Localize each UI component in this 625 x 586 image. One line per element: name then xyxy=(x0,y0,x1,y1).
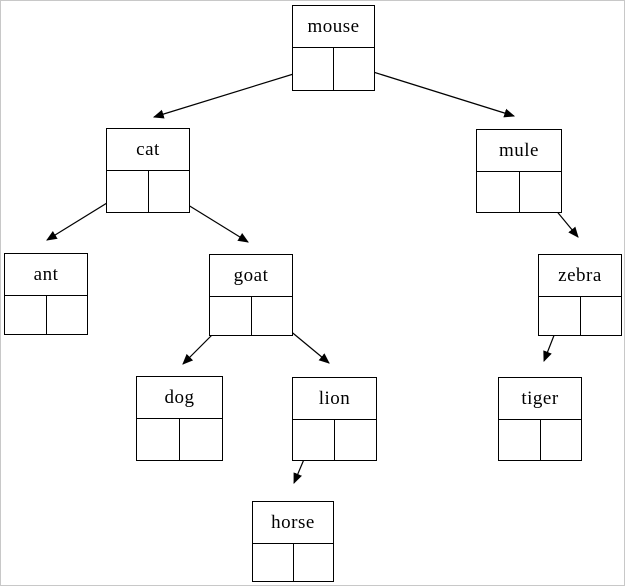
edge-mouse-mule xyxy=(353,65,516,118)
tree-node-mouse: mouse xyxy=(292,5,375,91)
tree-node-ant: ant xyxy=(4,253,88,335)
right-pointer-cell xyxy=(581,297,622,335)
node-label: mule xyxy=(477,130,561,172)
node-label: zebra xyxy=(539,255,621,297)
tree-node-horse: horse xyxy=(252,501,334,582)
node-label: dog xyxy=(137,377,222,419)
right-pointer-cell xyxy=(180,419,222,460)
tree-node-goat: goat xyxy=(209,254,293,336)
node-pointer-cells xyxy=(5,296,87,334)
left-pointer-cell xyxy=(477,172,520,212)
tree-node-tiger: tiger xyxy=(498,377,582,461)
node-label: tiger xyxy=(499,378,581,420)
tree-node-mule: mule xyxy=(476,129,562,213)
tree-node-cat: cat xyxy=(106,128,190,213)
node-pointer-cells xyxy=(293,420,376,460)
node-label: mouse xyxy=(293,6,374,48)
left-pointer-cell xyxy=(293,420,335,460)
node-label: lion xyxy=(293,378,376,420)
right-pointer-cell xyxy=(335,420,376,460)
right-pointer-cell xyxy=(334,48,374,90)
node-label: cat xyxy=(107,129,189,171)
left-pointer-cell xyxy=(539,297,581,335)
edge-mouse-cat xyxy=(152,67,314,119)
node-label: goat xyxy=(210,255,292,297)
right-pointer-cell xyxy=(541,420,582,460)
right-pointer-cell xyxy=(149,171,190,212)
tree-node-dog: dog xyxy=(136,376,223,461)
node-pointer-cells xyxy=(253,544,333,581)
node-pointer-cells xyxy=(539,297,621,335)
right-pointer-cell xyxy=(294,544,334,581)
node-pointer-cells xyxy=(107,171,189,212)
left-pointer-cell xyxy=(210,297,252,335)
right-pointer-cell xyxy=(252,297,293,335)
right-pointer-cell xyxy=(520,172,562,212)
left-pointer-cell xyxy=(253,544,294,581)
node-label: ant xyxy=(5,254,87,296)
left-pointer-cell xyxy=(293,48,334,90)
tree-node-lion: lion xyxy=(292,377,377,461)
tree-node-zebra: zebra xyxy=(538,254,622,336)
node-pointer-cells xyxy=(137,419,222,460)
node-pointer-cells xyxy=(293,48,374,90)
left-pointer-cell xyxy=(107,171,149,212)
node-pointer-cells xyxy=(477,172,561,212)
left-pointer-cell xyxy=(5,296,47,334)
node-pointer-cells xyxy=(210,297,292,335)
left-pointer-cell xyxy=(137,419,180,460)
node-pointer-cells xyxy=(499,420,581,460)
node-label: horse xyxy=(253,502,333,544)
left-pointer-cell xyxy=(499,420,541,460)
right-pointer-cell xyxy=(47,296,88,334)
